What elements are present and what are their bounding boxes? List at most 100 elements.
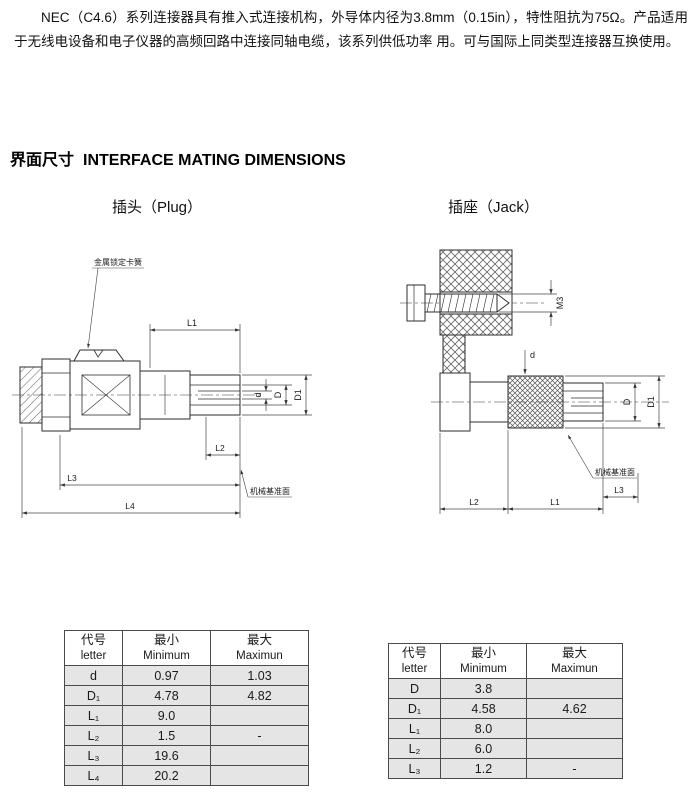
- table-cell: L₃: [64, 745, 123, 766]
- svg-text:机械基准面: 机械基准面: [250, 486, 290, 496]
- table-cell: L₂: [64, 725, 123, 746]
- header-en: Maximun: [236, 649, 283, 662]
- plug-col-max: 最大 Maximun: [210, 630, 309, 666]
- table-cell: 1.2: [440, 758, 527, 779]
- header-zh: 最小: [153, 633, 179, 647]
- table-cell: L₁: [388, 718, 441, 739]
- table-cell: [526, 718, 623, 739]
- table-cell: [210, 745, 309, 766]
- jack-col-max: 最大 Maximun: [526, 643, 623, 679]
- jack-body: [439, 372, 604, 432]
- table-cell: [210, 705, 309, 726]
- table-cell: 1.03: [210, 665, 309, 686]
- table-cell: L₃: [388, 758, 441, 779]
- jack-dim-l2: L2: [469, 497, 479, 507]
- table-cell: L₂: [388, 738, 441, 759]
- table-cell: d: [64, 665, 123, 686]
- jack-dim-l1: L1: [550, 497, 560, 507]
- table-cell: [210, 765, 309, 786]
- table-cell: 3.8: [440, 678, 527, 699]
- plug-callout-datum: 机械基准面: [240, 469, 292, 498]
- plug-dim-d: d: [253, 392, 263, 397]
- table-cell: 4.82: [210, 685, 309, 706]
- plug-dim-D1: D1: [293, 389, 303, 401]
- plug-body: [19, 349, 241, 432]
- header-en: Minimum: [143, 649, 190, 662]
- jack-dim-D1: D1: [646, 396, 656, 408]
- jack-drawing: M3 d D D1 L2 L1 L3 机械基准面: [400, 249, 669, 514]
- header-en: Maximun: [551, 662, 598, 675]
- table-cell: [526, 678, 623, 699]
- plug-dim-l4: L4: [125, 501, 135, 511]
- header-en: letter: [401, 662, 428, 675]
- plug-col-letter: 代号 letter: [64, 630, 123, 666]
- plug-callout-spring: 金属锁定卡簧: [87, 257, 144, 349]
- header-en: letter: [80, 649, 107, 662]
- header-zh: 代号: [401, 646, 427, 660]
- jack-panel: [439, 249, 513, 374]
- jack-screw: [406, 284, 510, 322]
- svg-text:金属锁定卡簧: 金属锁定卡簧: [94, 257, 142, 267]
- table-cell: D₁: [64, 685, 123, 706]
- section-title-zh: 界面尺寸: [10, 152, 75, 169]
- header-en: Minimum: [460, 662, 507, 675]
- table-cell: 4.78: [122, 685, 211, 706]
- section-title-en: INTERFACE MATING DIMENSIONS: [83, 152, 346, 169]
- table-cell: -: [210, 725, 309, 746]
- plug-dimensions: [21, 324, 312, 518]
- plug-table-header-row: 代号 letter 最小 Minimum 最大 Maximun: [64, 630, 309, 666]
- jack-dim-D: D: [622, 398, 632, 405]
- table-cell: 8.0: [440, 718, 527, 739]
- table-cell: D₁: [388, 698, 441, 719]
- table-cell: [526, 738, 623, 759]
- table-cell: -: [526, 758, 623, 779]
- plug-dim-D: D: [273, 391, 283, 398]
- jack-dim-m3: M3: [555, 297, 565, 310]
- jack-callout-datum: 机械基准面: [567, 434, 637, 479]
- svg-text:机械基准面: 机械基准面: [595, 467, 635, 477]
- table-cell: 1.5: [122, 725, 211, 746]
- plug-col-min: 最小 Minimum: [122, 630, 211, 666]
- table-cell: L₄: [64, 765, 123, 786]
- plug-label: 插头（Plug）: [112, 199, 203, 216]
- intro-paragraph: NEC（C4.6）系列连接器具有推入式连接机构，外导体内径为3.8mm（0.15…: [14, 10, 688, 50]
- table-cell: 19.6: [122, 745, 211, 766]
- plug-drawing: L1 d D D1 L2 L3 L4 金属锁定卡簧 机械基准面: [12, 257, 312, 518]
- jack-dim-l3: L3: [614, 485, 624, 495]
- jack-dimensions: [439, 280, 665, 514]
- table-cell: 6.0: [440, 738, 527, 759]
- jack-label: 插座（Jack）: [448, 199, 539, 216]
- table-cell: D: [388, 678, 441, 699]
- plug-dim-l1: L1: [187, 318, 197, 328]
- jack-table-header-row: 代号 letter 最小 Minimum 最大 Maximun: [388, 643, 623, 679]
- table-cell: 0.97: [122, 665, 211, 686]
- plug-dim-l3: L3: [67, 473, 77, 483]
- table-cell: 4.62: [526, 698, 623, 719]
- table-cell: 20.2: [122, 765, 211, 786]
- header-zh: 代号: [80, 633, 106, 647]
- table-cell: 9.0: [122, 705, 211, 726]
- table-cell: L₁: [64, 705, 123, 726]
- jack-col-min: 最小 Minimum: [440, 643, 527, 679]
- jack-col-letter: 代号 letter: [388, 643, 441, 679]
- header-zh: 最大: [246, 633, 272, 647]
- jack-dim-d: d: [530, 350, 535, 360]
- table-cell: 4.58: [440, 698, 527, 719]
- section-title: 界面尺寸 INTERFACE MATING DIMENSIONS: [10, 146, 346, 170]
